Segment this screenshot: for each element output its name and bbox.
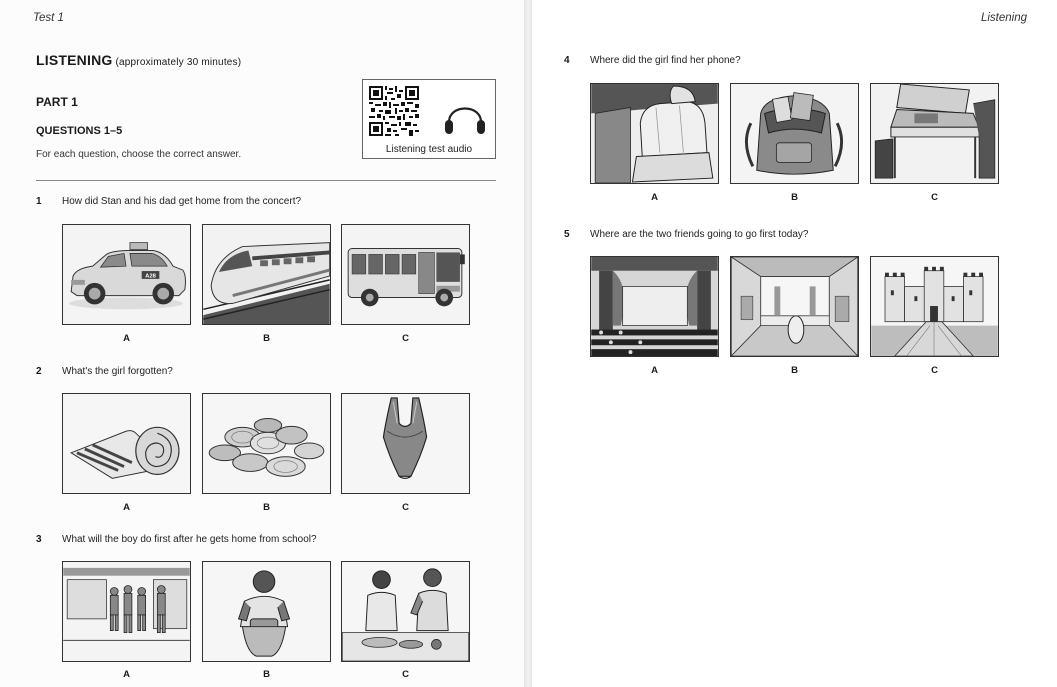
option-picture-people-queueing-at-shop[interactable]: [62, 561, 191, 662]
option-label-c[interactable]: C: [402, 502, 409, 513]
option-picture-swimsuit[interactable]: [341, 393, 470, 494]
section-title-text: LISTENING: [36, 52, 113, 68]
right-page: Listening 4 Where did the girl find her …: [532, 0, 1057, 687]
option-label-c[interactable]: C: [402, 333, 409, 344]
option-picture-coins[interactable]: [202, 393, 331, 494]
question-number: 4: [564, 55, 570, 66]
option-picture-castle[interactable]: [870, 256, 999, 357]
option-picture-boy-playing-game[interactable]: [202, 561, 331, 662]
question-text: Where did the girl find her phone?: [590, 55, 741, 66]
option-picture-high-speed-train[interactable]: [202, 224, 331, 325]
question-text: What's the girl forgotten?: [62, 366, 173, 377]
option-picture-boys-preparing-food[interactable]: [341, 561, 470, 662]
option-label-a[interactable]: A: [123, 502, 130, 513]
option-label-a[interactable]: A: [123, 669, 130, 680]
option-label-a[interactable]: A: [123, 333, 130, 344]
taxi-sign-text: A28: [145, 273, 157, 279]
left-page: Test 1 LISTENING(approximately 30 minute…: [0, 0, 524, 687]
option-picture-car-seat[interactable]: [590, 83, 719, 184]
option-label-c[interactable]: C: [931, 365, 938, 376]
option-picture-taxi[interactable]: A28: [62, 224, 191, 325]
option-label-b[interactable]: B: [263, 502, 270, 513]
option-label-b[interactable]: B: [263, 333, 270, 344]
option-label-b[interactable]: B: [263, 669, 270, 680]
option-label-a[interactable]: A: [651, 192, 658, 203]
audio-label: Listening test audio: [385, 144, 473, 155]
question-number: 5: [564, 229, 570, 240]
option-picture-open-backpack[interactable]: [730, 83, 859, 184]
instruction-text: For each question, choose the correct an…: [36, 149, 242, 160]
option-label-c[interactable]: C: [402, 669, 409, 680]
audio-box[interactable]: Listening test audio: [362, 79, 496, 159]
questions-range: QUESTIONS 1–5: [36, 125, 123, 137]
option-picture-bus[interactable]: [341, 224, 470, 325]
question-text: How did Stan and his dad get home from t…: [62, 196, 302, 207]
question-number: 2: [36, 366, 42, 377]
running-head-right: Listening: [980, 12, 1027, 24]
headphones-icon[interactable]: [441, 92, 489, 136]
question-number: 3: [36, 534, 42, 545]
question-text: Where are the two friends going to go fi…: [590, 229, 809, 240]
section-duration: (approximately 30 minutes): [115, 57, 242, 68]
option-picture-school-desk[interactable]: [870, 83, 999, 184]
section-title: LISTENING(approximately 30 minutes): [36, 52, 241, 68]
option-label-b[interactable]: B: [791, 365, 798, 376]
option-picture-museum[interactable]: [730, 256, 859, 357]
question-number: 1: [36, 196, 42, 207]
option-picture-rolled-towel[interactable]: [62, 393, 191, 494]
question-text: What will the boy do first after he gets…: [62, 534, 317, 545]
part-title: PART 1: [36, 95, 78, 109]
qr-code-icon[interactable]: [369, 86, 419, 136]
option-label-a[interactable]: A: [651, 365, 658, 376]
option-label-b[interactable]: B: [791, 192, 798, 203]
option-picture-theatre[interactable]: [590, 256, 719, 357]
option-label-c[interactable]: C: [931, 192, 938, 203]
section-divider: [36, 180, 496, 181]
running-head-left: Test 1: [33, 12, 64, 24]
page-gutter: [524, 0, 532, 687]
